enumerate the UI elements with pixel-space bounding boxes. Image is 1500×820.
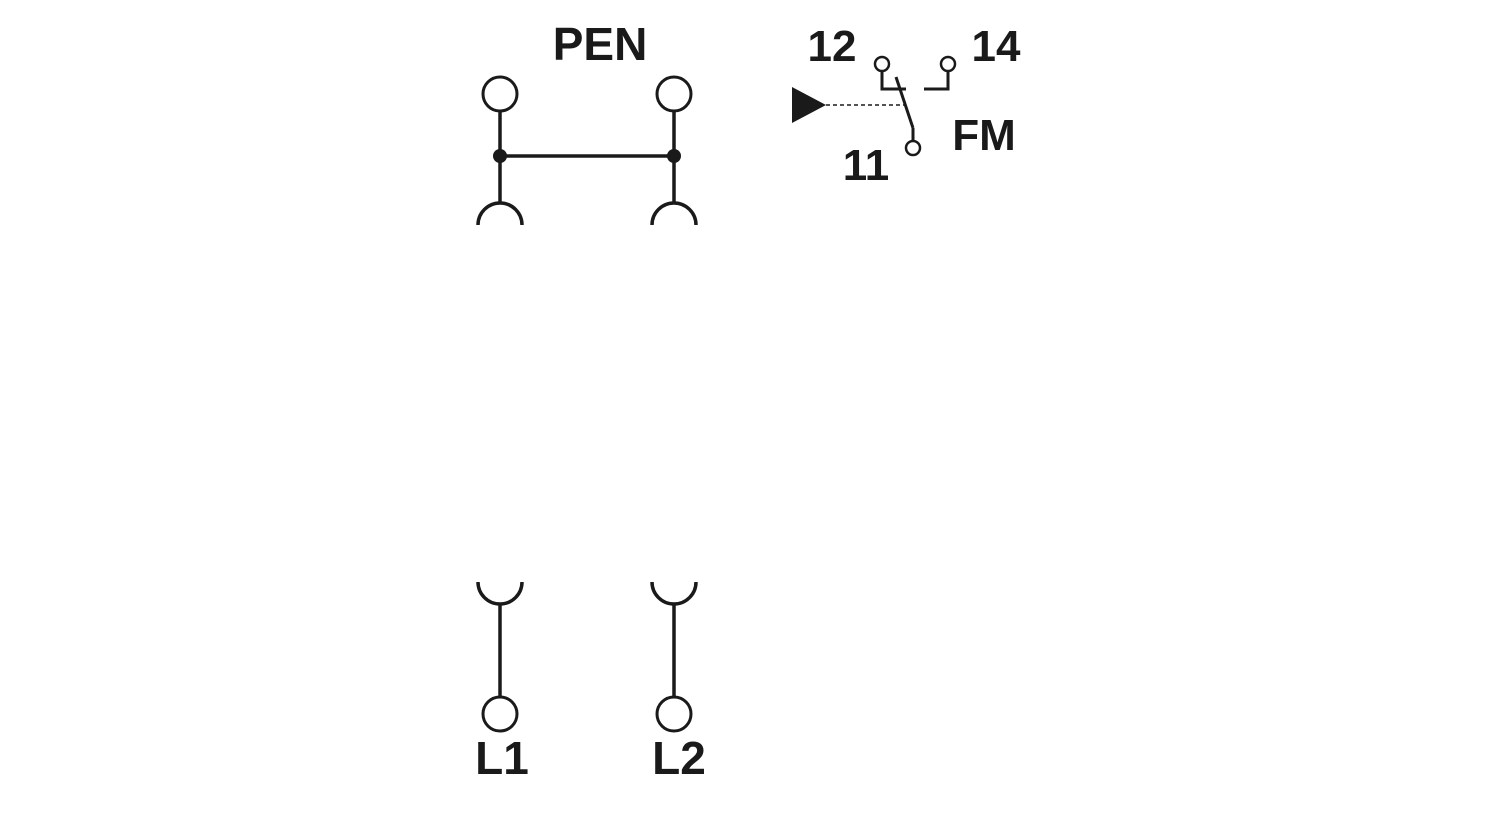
switch-blade	[894, 76, 915, 129]
fm-label: FM	[952, 111, 1016, 160]
contact-12-lead	[880, 71, 906, 91]
contact-14-lead	[924, 71, 950, 91]
contact-14-terminal	[939, 55, 957, 73]
contact-12-label: 12	[808, 22, 857, 71]
pen-right-plug-arc	[650, 201, 698, 226]
l2-label: L2	[652, 732, 706, 784]
right-junction-dot	[667, 149, 681, 163]
contact-11-label: 11	[843, 141, 890, 190]
contact-12-terminal	[873, 55, 891, 73]
contact-14-label: 14	[972, 22, 1021, 71]
pen-label: PEN	[553, 18, 648, 70]
pen-right-terminal	[655, 75, 693, 113]
l2-terminal	[655, 695, 693, 733]
l2-plug-arc	[650, 581, 698, 606]
l1-terminal	[481, 695, 519, 733]
actuator-arrow-icon	[792, 87, 826, 123]
pen-left-plug-arc	[476, 201, 524, 226]
l1-plug-arc	[476, 581, 524, 606]
left-junction-dot	[493, 149, 507, 163]
pen-left-terminal	[481, 75, 519, 113]
l1-label: L1	[475, 732, 529, 784]
contact-11-terminal	[904, 139, 922, 157]
